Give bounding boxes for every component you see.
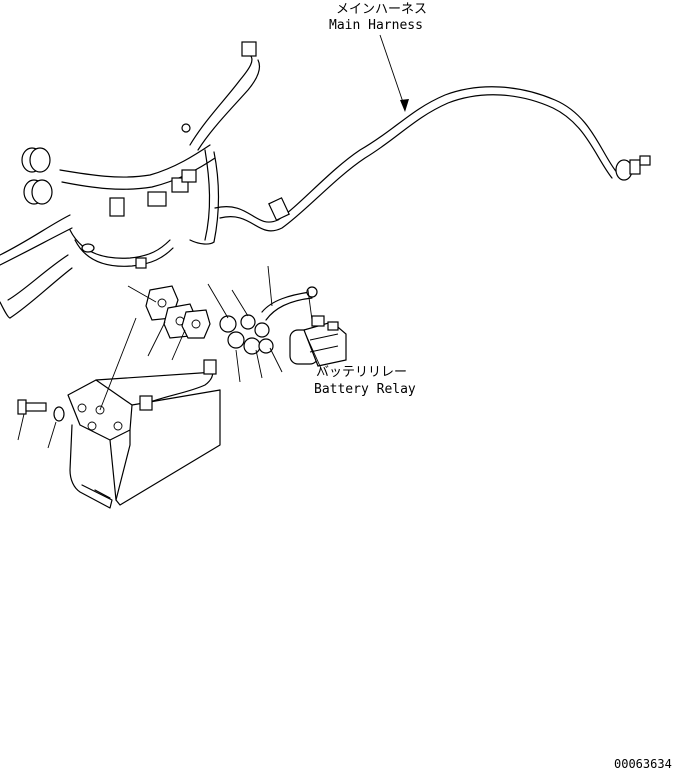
connector-c (109, 197, 125, 217)
connector-d (181, 169, 197, 183)
left-harness-bundle (0, 41, 261, 319)
battery-relay-label-jp: バッテリリレー (316, 365, 407, 380)
callout-leaders (17, 265, 325, 449)
main-harness-leader (379, 34, 406, 109)
mounting-bolt (17, 399, 47, 415)
small-nuts-group (219, 314, 274, 355)
grommet-upper (21, 147, 51, 173)
connector-a (147, 191, 167, 207)
battery-bracket (67, 359, 221, 509)
drawing-number: 00063634 (614, 757, 672, 771)
battery-relay (289, 315, 347, 367)
relay-cable (261, 286, 318, 321)
ground-terminal (135, 257, 147, 269)
battery-relay-label-en: Battery Relay (314, 382, 416, 397)
clamp (81, 243, 95, 253)
top-connector (241, 41, 257, 57)
main-harness-label-en: Main Harness (329, 18, 423, 33)
main-harness-label-jp: メインハーネス (336, 2, 427, 17)
ring-terminal (181, 123, 191, 133)
main-harness (214, 86, 651, 232)
harness-clip (268, 197, 290, 221)
relay-plate-group (145, 285, 211, 339)
grommet-lower (23, 179, 53, 205)
harness-end-connector (615, 155, 651, 181)
main-harness-arrowhead (400, 99, 409, 112)
washer (53, 406, 65, 422)
